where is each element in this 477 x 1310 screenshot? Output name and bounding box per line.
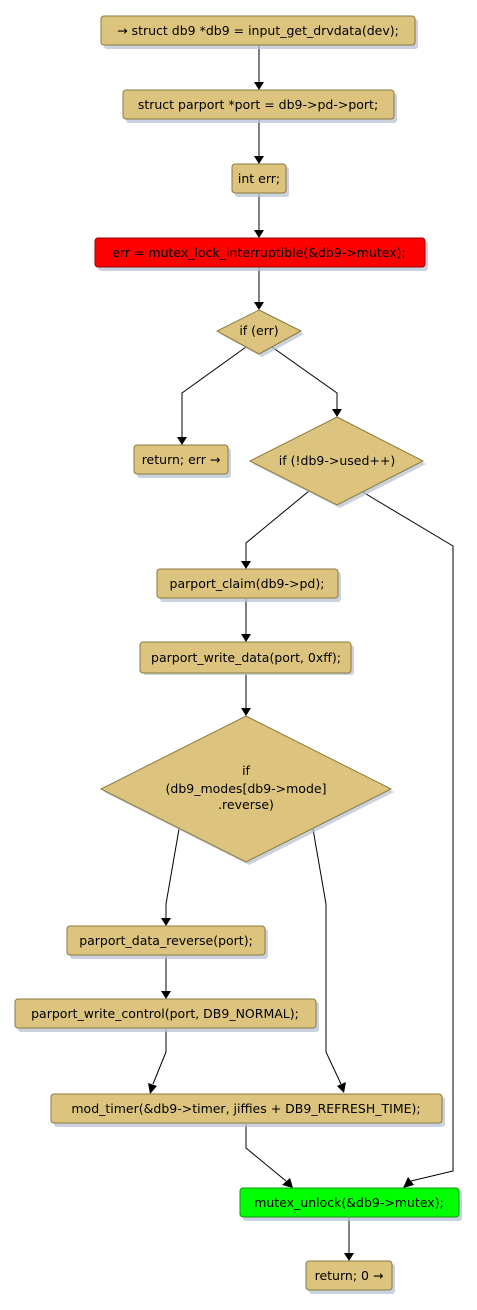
node-parport-data-reverse: parport_data_reverse(port);	[66, 925, 268, 959]
edge-d1-n5	[181, 346, 247, 437]
decision-label-line3: .reverse)	[218, 797, 274, 812]
node-label: parport_claim(db9->pd);	[170, 576, 325, 591]
edge-d2-n11	[360, 490, 454, 1182]
node-label: return; err →	[142, 452, 221, 467]
node-mutex-unlock: mutex_unlock(&db9->mutex);	[239, 1187, 462, 1221]
decision-label-line2: (db9_modes[db9->mode]	[166, 781, 327, 796]
node-label: err = mutex_lock_interruptible(&db9->mut…	[112, 245, 406, 260]
arrowhead	[148, 1083, 157, 1094]
edge-d2-n6	[245, 490, 310, 561]
edge-n9-n10	[152, 1029, 167, 1085]
arrowhead	[344, 1253, 354, 1261]
decision-if-err: if (err)	[215, 309, 304, 357]
arrowhead	[332, 409, 342, 417]
node-mutex-lock: err = mutex_lock_interruptible(&db9->mut…	[94, 237, 428, 271]
node-label: parport_write_control(port, DB9_NORMAL);	[31, 1006, 299, 1021]
node-label: → struct db9 *db9 = input_get_drvdata(de…	[117, 23, 399, 38]
node-label: return; 0 →	[315, 1268, 384, 1283]
node-label: int err;	[238, 171, 280, 186]
node-label: parport_data_reverse(port);	[79, 933, 253, 948]
edge-n10-n11	[245, 1124, 287, 1182]
arrowhead	[254, 302, 264, 310]
arrowhead	[161, 991, 171, 999]
arrowhead	[254, 230, 264, 238]
node-parport-claim: parport_claim(db9->pd);	[156, 568, 341, 602]
decision-if-used: if (!db9->used++)	[248, 416, 426, 508]
arrowhead	[161, 918, 171, 926]
node-label: struct parport *port = db9->pd->port;	[138, 97, 378, 112]
node-return-0: return; 0 →	[305, 1260, 395, 1294]
edge-d3-n8	[165, 828, 180, 918]
arrowhead	[254, 156, 264, 164]
node-mod-timer: mod_timer(&db9->timer, jiffies + DB9_REF…	[50, 1093, 445, 1127]
node-return-err: return; err →	[133, 444, 231, 478]
arrowhead	[241, 634, 251, 642]
edge-d3-n10	[312, 828, 342, 1085]
arrowhead	[403, 1177, 414, 1188]
node-label: mod_timer(&db9->timer, jiffies + DB9_REF…	[71, 1101, 420, 1116]
arrowhead	[282, 1178, 293, 1188]
node-label: parport_write_data(port, 0xff);	[151, 650, 341, 665]
node-label: mutex_unlock(&db9->mutex);	[254, 1195, 444, 1210]
arrowhead	[337, 1082, 346, 1093]
node-input-get-drvdata: → struct db9 *db9 = input_get_drvdata(de…	[100, 15, 418, 49]
decision-if-reverse: if (db9_modes[db9->mode] .reverse)	[99, 715, 394, 865]
decision-label-line1: if	[242, 763, 250, 778]
arrowhead	[241, 561, 251, 569]
decision-label: if (err)	[239, 323, 278, 338]
node-parport-write-control: parport_write_control(port, DB9_NORMAL);	[14, 998, 319, 1032]
edge-d1-d2	[271, 346, 338, 409]
node-struct-parport: struct parport *port = db9->pd->port;	[122, 89, 397, 123]
arrowhead	[177, 437, 187, 445]
decision-label: if (!db9->used++)	[279, 453, 395, 468]
node-int-err: int err;	[231, 163, 289, 197]
edges	[148, 45, 454, 1261]
node-parport-write-data: parport_write_data(port, 0xff);	[139, 641, 354, 675]
arrowhead	[254, 82, 264, 90]
arrowhead	[241, 708, 251, 716]
